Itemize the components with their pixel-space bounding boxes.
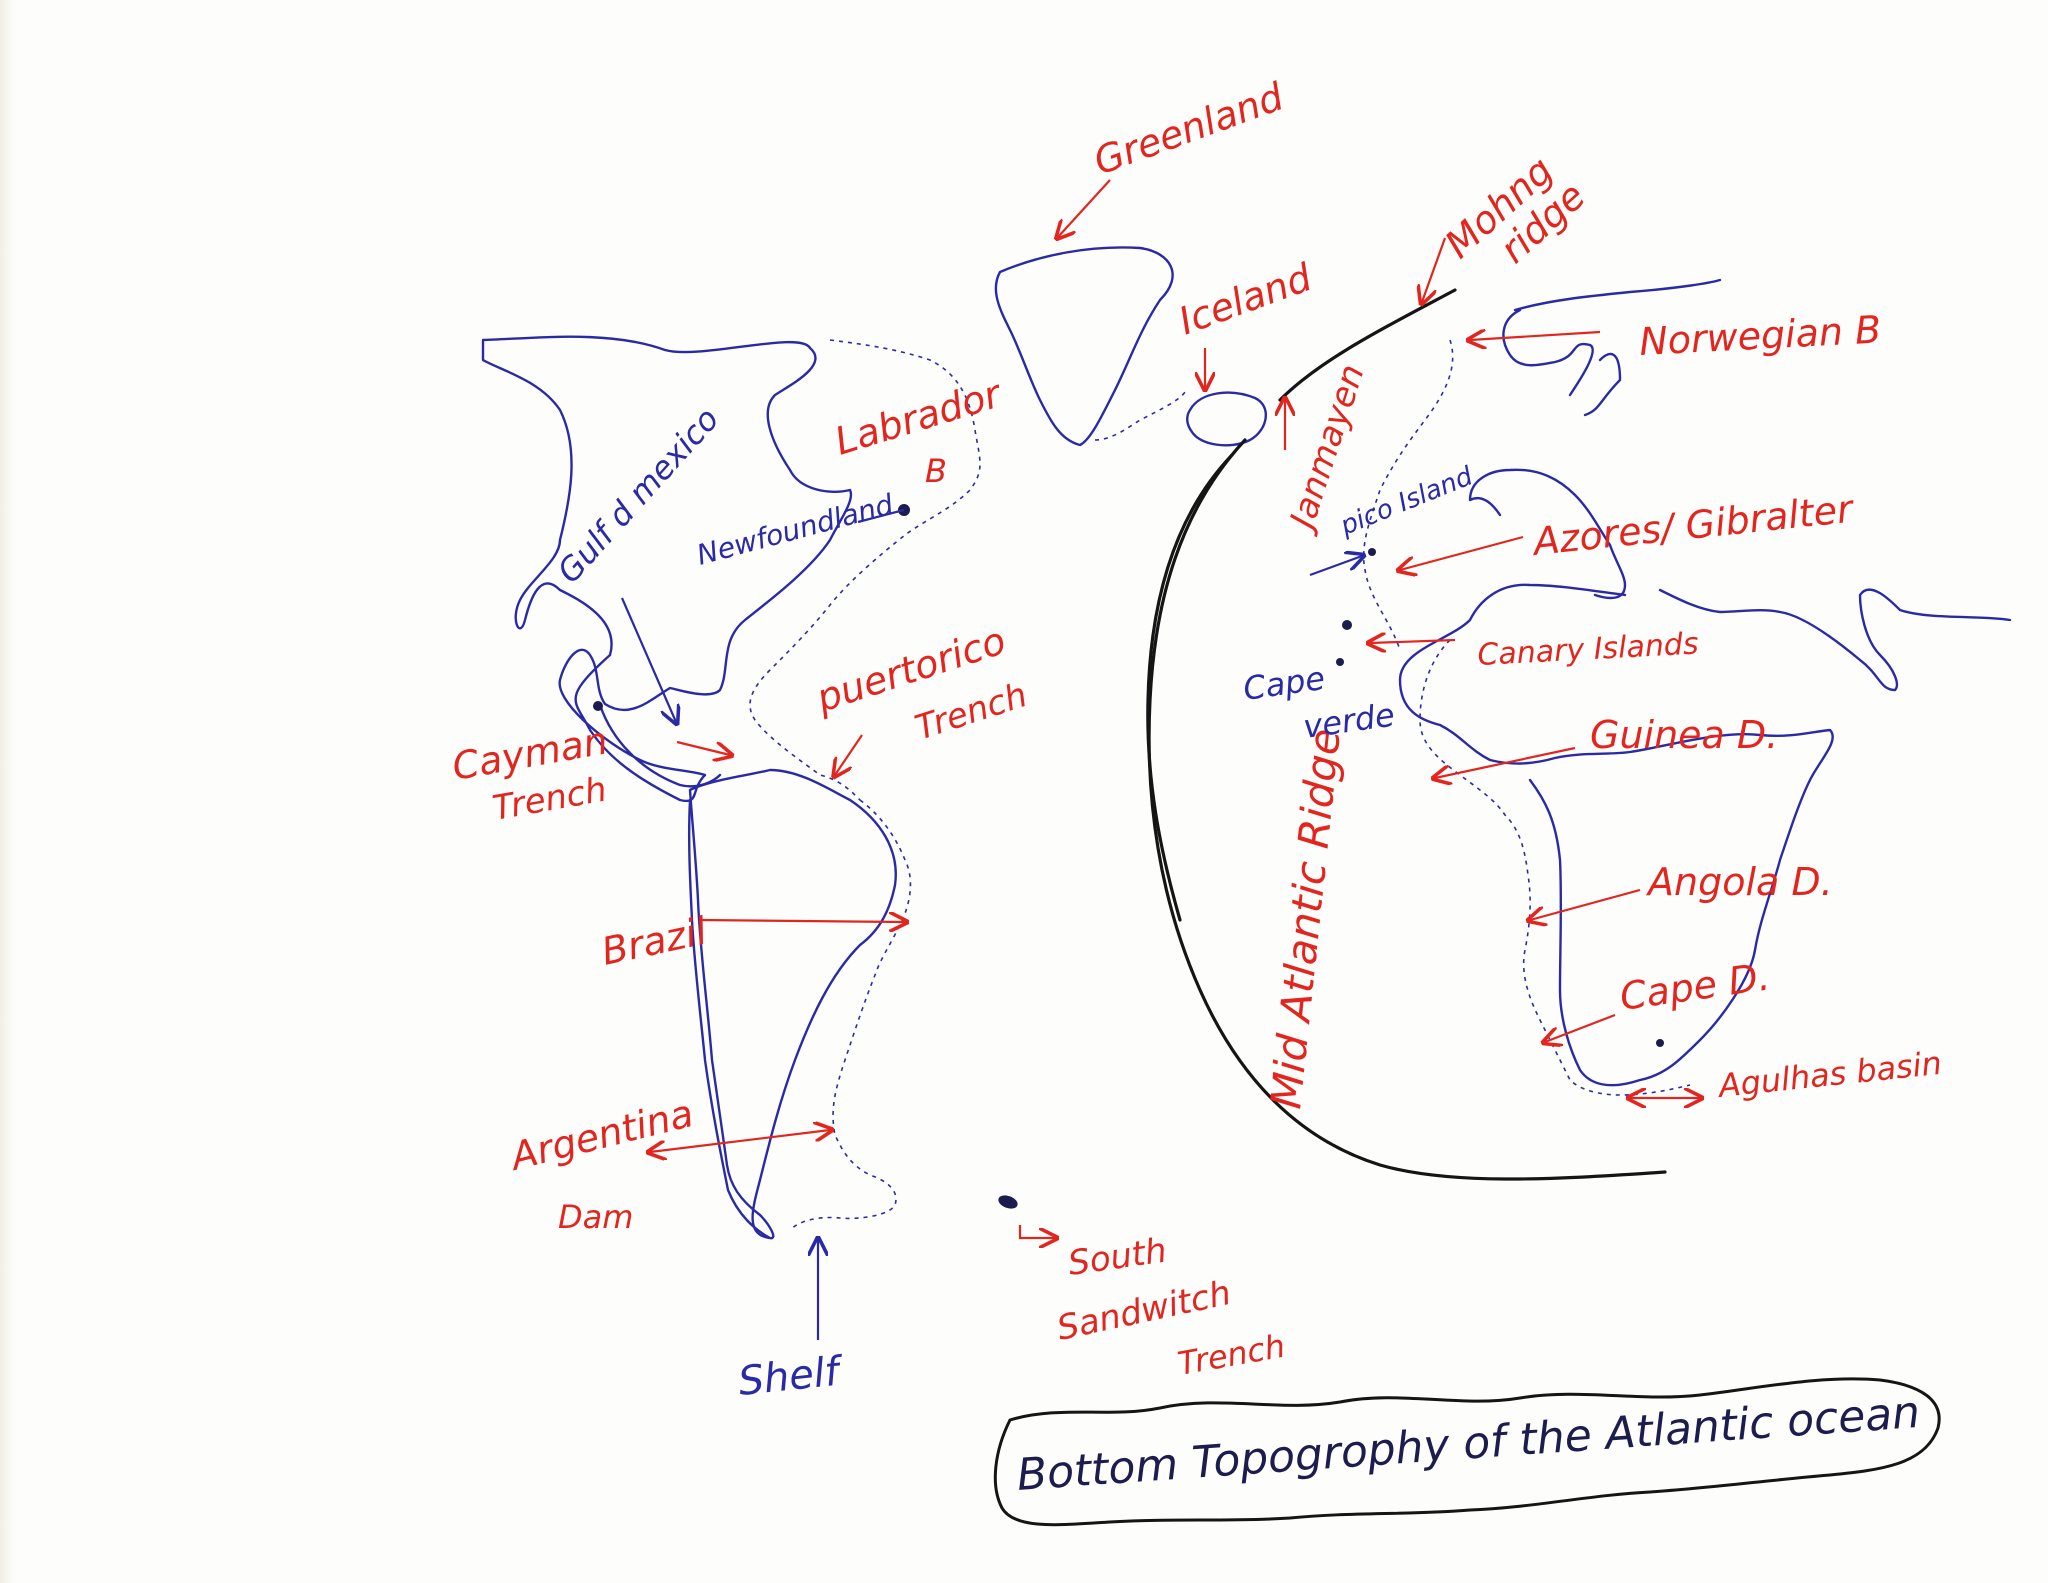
label-canary: Canary Islands (1477, 626, 1700, 673)
label-south-trench: Trench (1175, 1327, 1288, 1383)
island-dots (593, 504, 1664, 1209)
pico-dot (1368, 548, 1376, 556)
label-brazil: Brazil (598, 909, 711, 974)
label-argentina-dam: Dam (558, 1198, 633, 1236)
north-america-coast (481, 335, 853, 803)
title-cloud-outline (993, 1377, 1941, 1527)
label-guinea: Guinea D. (1590, 713, 1778, 757)
label-norwegian: Norwegian B (1638, 307, 1882, 364)
label-argentina: Argentina (504, 1091, 698, 1179)
greenland-outline (994, 246, 1174, 447)
central-america-coast (598, 703, 722, 788)
label-pico-island: pico Island (1335, 461, 1477, 542)
label-agulhas: Agulhas basin (1715, 1044, 1944, 1105)
old-world-outline (1398, 278, 2012, 1087)
label-greenland: Greenland (1088, 74, 1290, 183)
label-south: South (1066, 1231, 1169, 1284)
south-america-coast (688, 768, 897, 1240)
page-title: Bottom Topogrophy of the Atlantic ocean (1015, 1387, 1921, 1501)
norway-coast (1502, 278, 1722, 417)
label-cape-verde-1: Cape (1241, 659, 1327, 708)
western-europe-coast (1468, 468, 1627, 600)
label-cape-d: Cape D. (1617, 954, 1772, 1019)
label-newfoundland: Newfoundland (693, 488, 897, 572)
label-iceland: Iceland (1173, 255, 1318, 344)
label-sandwitch: Sandwitch (1054, 1273, 1235, 1349)
canary-dot-1 (1342, 620, 1352, 630)
label-angola: Angola D. (1645, 860, 1833, 904)
cape-verde-dot (1336, 658, 1344, 666)
africa-coast (1398, 583, 1834, 1087)
continental-shelf-dotted (749, 339, 1691, 1231)
label-labrador: Labrador (830, 371, 1008, 464)
mediterranean-coast (1658, 588, 2012, 692)
south-america-west (687, 798, 772, 1240)
pointer-arrows (650, 179, 1700, 1238)
americas-outline (481, 335, 897, 1240)
label-mid-atlantic-ridge: Mid Atlantic Ridge (1261, 726, 1350, 1111)
south-sandwich-dot (998, 1195, 1018, 1209)
mid-atlantic-ridge-line (1146, 288, 1667, 1181)
iceland-outline (1186, 391, 1267, 447)
cayman-dot (593, 701, 603, 711)
blue-arrows (620, 508, 1362, 1340)
label-shelf: Shelf (736, 1348, 847, 1405)
label-cape-verde-2: verde (1301, 696, 1397, 746)
label-labrador-b: B (925, 452, 947, 490)
agulhas-dot (1656, 1039, 1664, 1047)
